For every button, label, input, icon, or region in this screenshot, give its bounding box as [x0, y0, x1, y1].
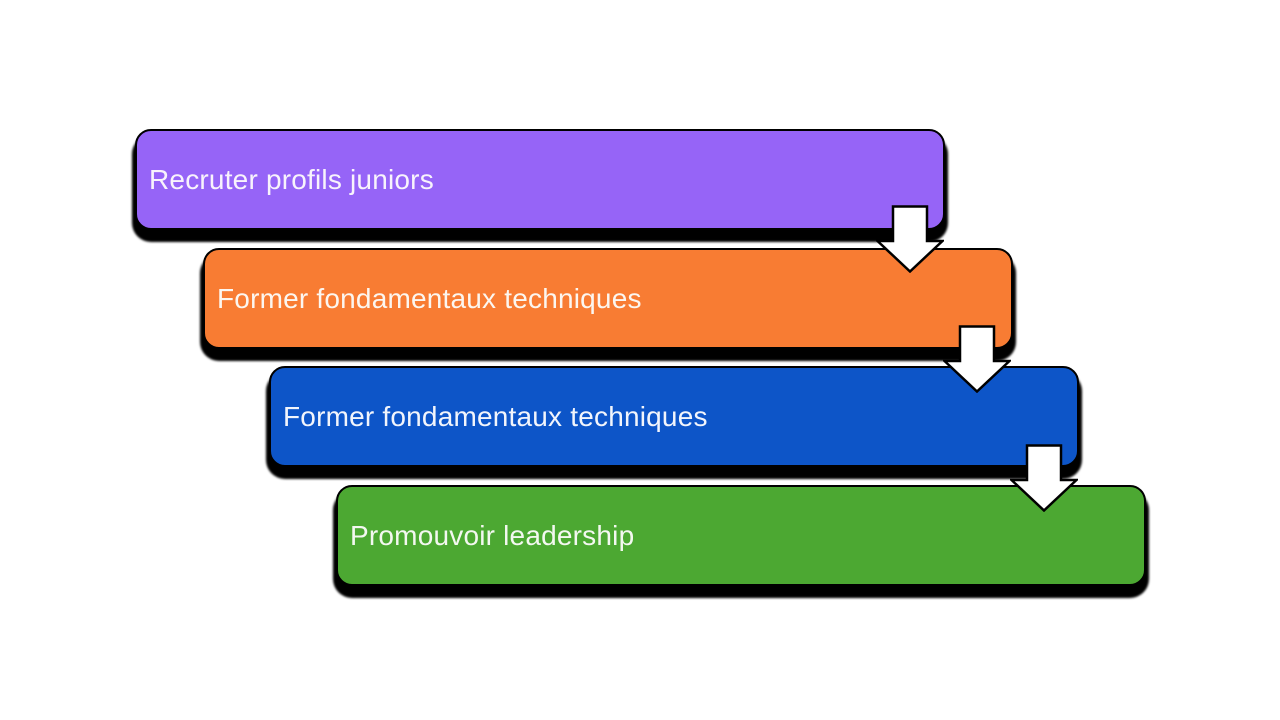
down-arrow-shape — [943, 325, 1011, 393]
step-box-3: Former fondamentaux techniques — [269, 366, 1079, 467]
step-label-1: Recruter profils juniors — [149, 163, 434, 195]
step-box-1: Recruter profils juniors — [135, 129, 945, 230]
down-arrow-shape — [876, 205, 944, 273]
down-arrow-icon — [1010, 444, 1078, 512]
step-label-4: Promouvoir leadership — [350, 519, 635, 551]
step-label-3: Former fondamentaux techniques — [283, 400, 708, 432]
down-arrow-icon — [876, 205, 944, 273]
down-arrow-shape — [1010, 444, 1078, 512]
step-box-4: Promouvoir leadership — [336, 485, 1146, 586]
down-arrow-icon — [943, 325, 1011, 393]
step-label-2: Former fondamentaux techniques — [217, 282, 642, 314]
step-box-2: Former fondamentaux techniques — [203, 248, 1013, 349]
